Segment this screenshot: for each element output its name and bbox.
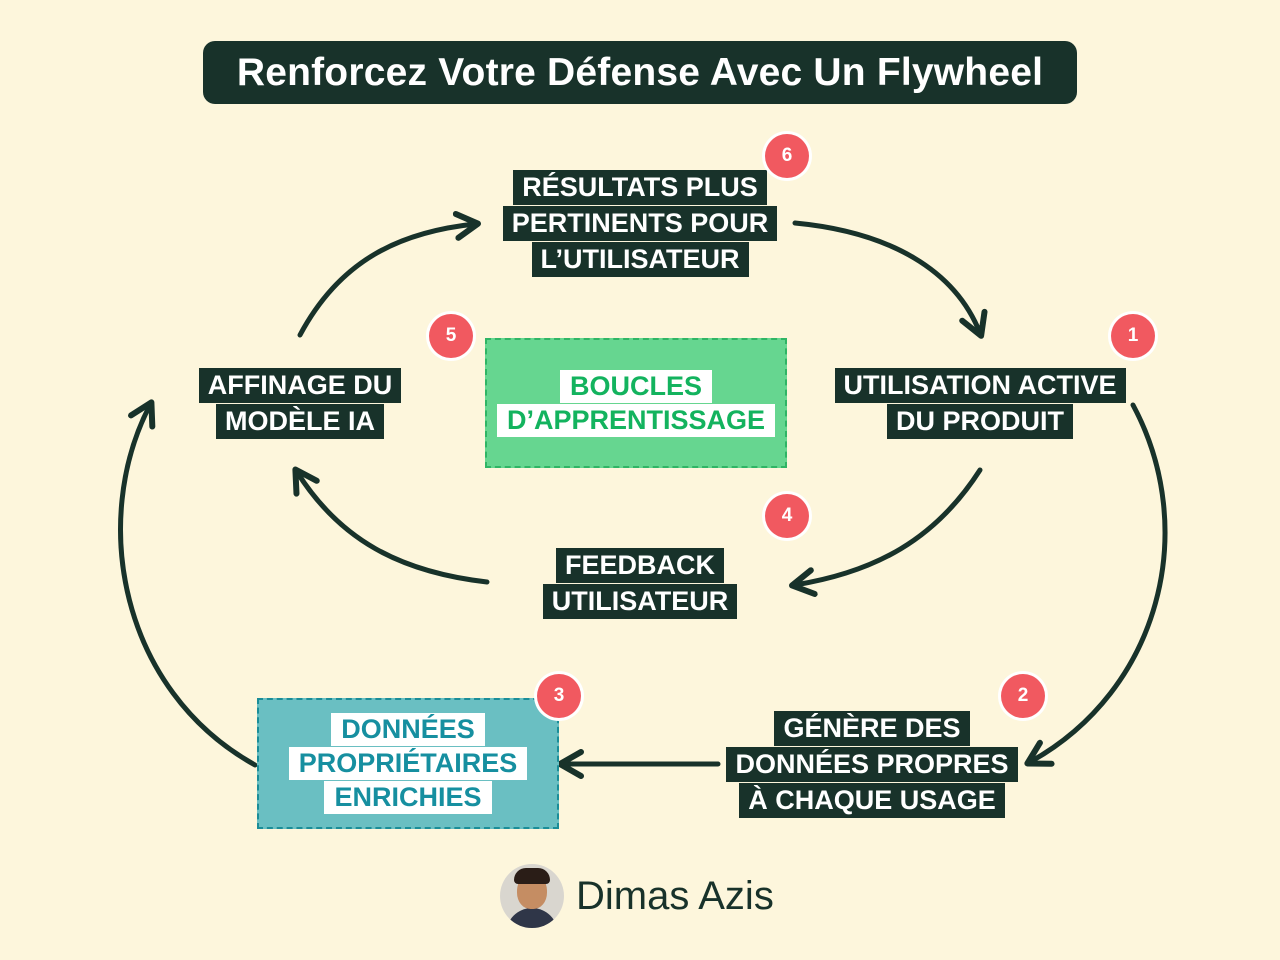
- arrow-4-to-5: [292, 466, 490, 585]
- step-2-generates-data: GÉNÈRE DES DONNÉES PROPRES À CHAQUE USAG…: [723, 711, 1021, 818]
- step-line: UTILISATION ACTIVE: [834, 368, 1126, 403]
- step-line: UTILISATEUR: [542, 584, 738, 619]
- step-line: RÉSULTATS PLUS: [513, 170, 767, 205]
- step-line: MODÈLE IA: [215, 404, 384, 439]
- step-3-badge: 3: [537, 674, 581, 718]
- author: Dimas Azis: [500, 864, 774, 928]
- avatar: [500, 864, 564, 928]
- step-5-model-refinement: AFFINAGE DU MODÈLE IA: [195, 368, 405, 439]
- center-line: D’APPRENTISSAGE: [496, 403, 776, 437]
- arrow-3-to-5: [118, 399, 258, 768]
- step-line: DU PRODUIT: [887, 404, 1073, 439]
- step-line: AFFINAGE DU: [198, 368, 402, 403]
- step-4-user-feedback: FEEDBACK UTILISATEUR: [540, 548, 740, 619]
- step-5-badge: 5: [429, 314, 473, 358]
- step-2-badge: 2: [1001, 674, 1045, 718]
- step-line: À CHAQUE USAGE: [739, 783, 1005, 818]
- page-title: Renforcez Votre Défense Avec Un Flywheel: [203, 41, 1077, 104]
- step-4-badge: 4: [765, 494, 809, 538]
- step-6-results: RÉSULTATS PLUS PERTINENTS POUR L’UTILISA…: [502, 170, 778, 277]
- author-name: Dimas Azis: [576, 873, 774, 918]
- step-line: DONNÉES: [331, 713, 485, 746]
- step-6-badge: 6: [765, 134, 809, 178]
- arrow-6-to-1: [792, 220, 988, 339]
- step-line: DONNÉES PROPRES: [726, 747, 1018, 782]
- learning-loops-box: BOUCLES D’APPRENTISSAGE: [485, 338, 787, 468]
- step-line: PERTINENTS POUR: [502, 206, 778, 241]
- step-1-active-usage: UTILISATION ACTIVE DU PRODUIT: [830, 368, 1130, 439]
- arrow-5-to-6: [297, 210, 481, 338]
- center-line: BOUCLES: [559, 369, 712, 403]
- step-3-enriched-data: DONNÉES PROPRIÉTAIRES ENRICHIES: [257, 698, 559, 829]
- arrow-1-to-4: [789, 467, 983, 597]
- step-line: PROPRIÉTAIRES: [288, 747, 528, 780]
- arrow-1-to-2: [1024, 402, 1168, 767]
- step-line: ENRICHIES: [324, 781, 492, 814]
- step-line: FEEDBACK: [555, 548, 724, 583]
- step-line: GÉNÈRE DES: [774, 711, 970, 746]
- step-line: L’UTILISATEUR: [531, 242, 749, 277]
- step-1-badge: 1: [1111, 314, 1155, 358]
